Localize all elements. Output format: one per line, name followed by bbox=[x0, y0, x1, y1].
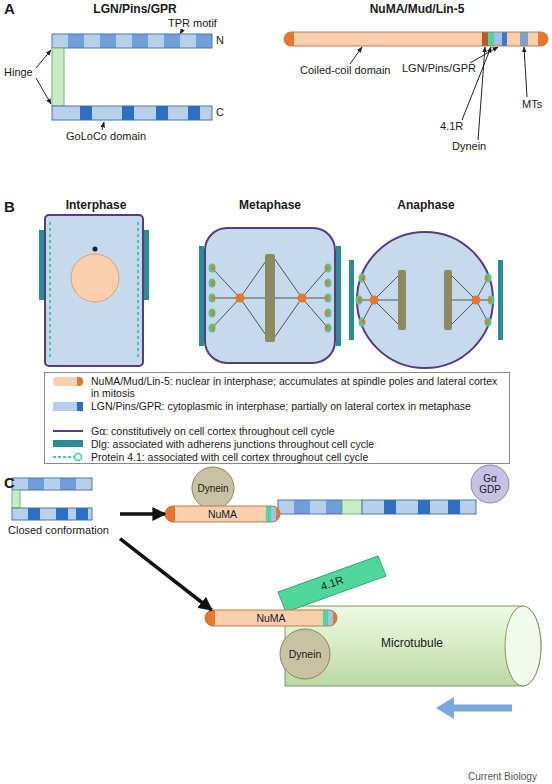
legend-text: Dlg: associated with adherens junctions … bbox=[91, 438, 505, 450]
legend-swatch bbox=[53, 402, 83, 411]
terminus-label: N bbox=[216, 34, 224, 47]
legend-box: NuMA/Mud/Lin-5: nuclear in interphase; a… bbox=[44, 372, 510, 464]
legend-swatch bbox=[53, 440, 83, 447]
node-text: Gα GDP bbox=[470, 464, 510, 504]
legend-text: LGN/Pins/GPR: cytoplasmic in interphase;… bbox=[91, 400, 505, 412]
protein-circle: Dynein bbox=[279, 628, 331, 680]
cell-stage: Anaphase bbox=[346, 198, 506, 370]
panel-letter: C bbox=[4, 476, 15, 489]
sample-graphic bbox=[53, 452, 83, 462]
legend-text: Protein 4.1: associated with cell cortex… bbox=[91, 451, 505, 463]
protein-bar: NuMA bbox=[205, 610, 337, 626]
part-label: TPR motif bbox=[168, 17, 217, 30]
protein-bar: 4.1R bbox=[272, 552, 392, 614]
shape-outline bbox=[346, 198, 506, 370]
terminus-label: C bbox=[216, 106, 224, 119]
part-label: Hinge bbox=[4, 66, 33, 79]
node-text: NuMA/Mud/Lin-5 bbox=[284, 2, 550, 16]
part-label: GoLoCo domain bbox=[66, 130, 146, 143]
node-text: Closed conformation bbox=[8, 524, 120, 537]
node-text: Dynein bbox=[191, 466, 235, 510]
protein-circle: Dynein bbox=[191, 466, 235, 510]
protein-closed: Closed conformation bbox=[8, 474, 120, 550]
legend-swatch bbox=[53, 377, 83, 386]
node-text: Anaphase bbox=[346, 198, 506, 212]
reaction-arrow bbox=[120, 512, 165, 516]
part-label: Dynein bbox=[452, 140, 486, 153]
legend-text: NuMA/Mud/Lin-5: nuclear in interphase; a… bbox=[91, 375, 505, 399]
open-lgn-bar bbox=[278, 500, 476, 514]
panel-letter: B bbox=[4, 200, 15, 213]
node-text: Dynein bbox=[279, 628, 331, 680]
watermark: Current Biology bbox=[468, 770, 537, 783]
part-label: 4.1R bbox=[440, 120, 463, 133]
reaction-arrow bbox=[120, 539, 212, 610]
motion-arrow bbox=[436, 697, 512, 719]
line-sample bbox=[53, 430, 83, 432]
dashed-sample bbox=[53, 452, 83, 462]
shape-outline bbox=[8, 474, 120, 550]
legend-text: Gα: constitutively on cell cortex throug… bbox=[91, 425, 505, 437]
part-label: LGN/Pins/GPR bbox=[402, 62, 476, 75]
node-text: NuMA bbox=[205, 610, 337, 626]
node-text: Interphase bbox=[36, 198, 156, 212]
domain-schematic: NuMA/Mud/Lin-5 bbox=[284, 2, 550, 48]
protein-bar: NuMA bbox=[165, 506, 280, 522]
part-label: MTs bbox=[522, 98, 542, 111]
cell-stage: Interphase bbox=[36, 198, 156, 370]
node-text: LGN/Pins/GPR bbox=[50, 2, 220, 16]
part-label: Coiled-coil domain bbox=[300, 64, 391, 77]
node-text: Microtubule bbox=[381, 636, 443, 650]
shape-outline bbox=[36, 198, 156, 370]
node-text: NuMA bbox=[165, 506, 280, 522]
cell-stage: Metaphase bbox=[196, 198, 344, 370]
panel-letter: A bbox=[4, 2, 15, 15]
node-text: Metaphase bbox=[196, 198, 344, 212]
protein-circle: Gα GDP bbox=[470, 464, 510, 504]
shape-outline bbox=[196, 198, 344, 370]
